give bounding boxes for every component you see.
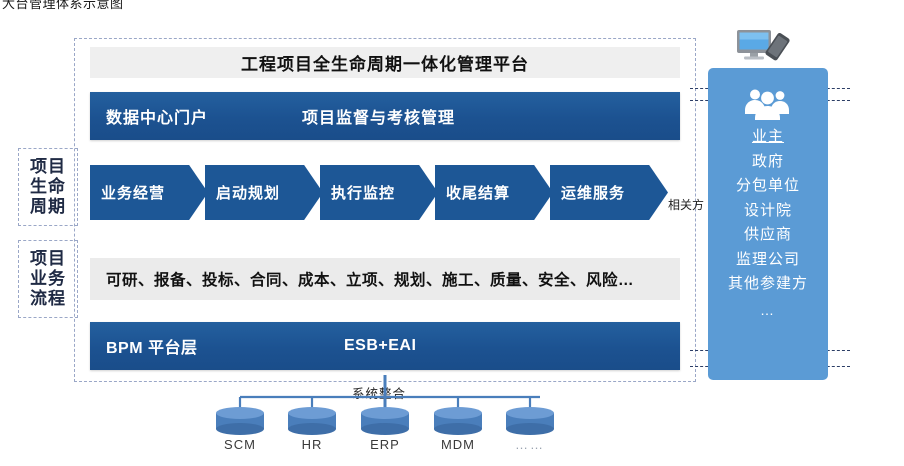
stakeholder-list: 业主 政府 分包单位 设计院 供应商 监理公司 其他参建方 … <box>708 127 828 318</box>
system-integration-group: SCM HR ERP MDM …… <box>210 375 600 461</box>
database-cylinder <box>361 407 409 435</box>
portal-bar-left-label: 数据中心门户 <box>106 110 209 127</box>
people-group-icon <box>739 86 797 125</box>
lifecycle-stage-row: 业务经营 启动规划 执行监控 收尾结算 运维服务 <box>90 165 680 220</box>
system-label-more: …… <box>515 437 545 452</box>
bpm-bar-left-label: BPM 平台层 <box>106 340 198 357</box>
devices-group <box>733 28 833 62</box>
business-process-text: 可研、报备、投标、合同、成本、立项、规划、施工、质量、安全、风险… <box>106 272 635 289</box>
stakeholder-item-subcontractor[interactable]: 分包单位 <box>735 177 800 194</box>
lifecycle-stage[interactable]: 运维服务 <box>550 165 668 220</box>
lifecycle-stage-label: 执行监控 <box>331 185 396 202</box>
lifecycle-stage-label: 启动规划 <box>216 185 281 202</box>
database-cylinder <box>288 407 336 435</box>
database-cylinder <box>434 407 482 435</box>
smartphone-icon <box>765 33 790 61</box>
system-label-scm: SCM <box>224 437 256 452</box>
bpm-platform-bar: BPM 平台层 ESB+EAI <box>90 322 680 370</box>
platform-title: 工程项目全生命周期一体化管理平台 <box>241 55 529 74</box>
stakeholder-tag: 相关方 <box>668 198 705 212</box>
stakeholder-item-government[interactable]: 政府 <box>751 152 784 170</box>
system-label-hr: HR <box>301 437 323 452</box>
stakeholder-item-ellipsis: … <box>760 301 776 318</box>
stakeholder-item-supervision-company[interactable]: 监理公司 <box>735 250 800 268</box>
side-label-process-line1: 项目 <box>30 248 66 268</box>
side-label-process-line2: 业务 <box>30 268 66 288</box>
lifecycle-stage-label: 运维服务 <box>561 185 626 202</box>
business-process-bar: 可研、报备、投标、合同、成本、立项、规划、施工、质量、安全、风险… <box>90 258 680 300</box>
bpm-bar-right-label: ESB+EAI <box>344 337 417 354</box>
stakeholder-item-design-institute[interactable]: 设计院 <box>743 201 792 219</box>
top-caption: 大台管理体系示意图 <box>2 0 124 11</box>
stakeholder-item-owner[interactable]: 业主 <box>751 128 784 145</box>
stakeholder-panel: 业主 政府 分包单位 设计院 供应商 监理公司 其他参建方 … <box>708 68 828 380</box>
lifecycle-stage[interactable]: 收尾结算 <box>435 165 553 220</box>
portal-bar-right-label: 项目监督与考核管理 <box>302 110 456 127</box>
platform-title-band: 工程项目全生命周期一体化管理平台 <box>90 47 680 78</box>
system-label-mdm: MDM <box>440 437 476 452</box>
system-label-erp: ERP <box>370 437 400 452</box>
side-label-lifecycle-line3: 周期 <box>30 197 66 217</box>
lifecycle-stage[interactable]: 启动规划 <box>205 165 323 220</box>
side-label-lifecycle: 项目 生命 周期 <box>18 148 78 226</box>
monitor-icon <box>737 30 771 60</box>
stakeholder-item-other-participants[interactable]: 其他参建方 <box>727 275 808 292</box>
lifecycle-stage-label: 收尾结算 <box>446 185 511 202</box>
database-cylinder <box>506 407 554 435</box>
database-cylinder <box>216 407 264 435</box>
lifecycle-stage[interactable]: 执行监控 <box>320 165 438 220</box>
lifecycle-stage[interactable]: 业务经营 <box>90 165 208 220</box>
side-label-process-line3: 流程 <box>30 289 66 309</box>
system-integration-svg <box>216 375 554 435</box>
lifecycle-stage-label: 业务经营 <box>101 185 166 202</box>
side-label-lifecycle-line2: 生命 <box>30 176 66 196</box>
side-label-process: 项目 业务 流程 <box>18 240 78 318</box>
devices-svg <box>737 30 790 61</box>
side-label-lifecycle-line1: 项目 <box>30 156 66 176</box>
portal-bar: 数据中心门户 项目监督与考核管理 <box>90 92 680 140</box>
stakeholder-item-supplier[interactable]: 供应商 <box>743 226 792 243</box>
